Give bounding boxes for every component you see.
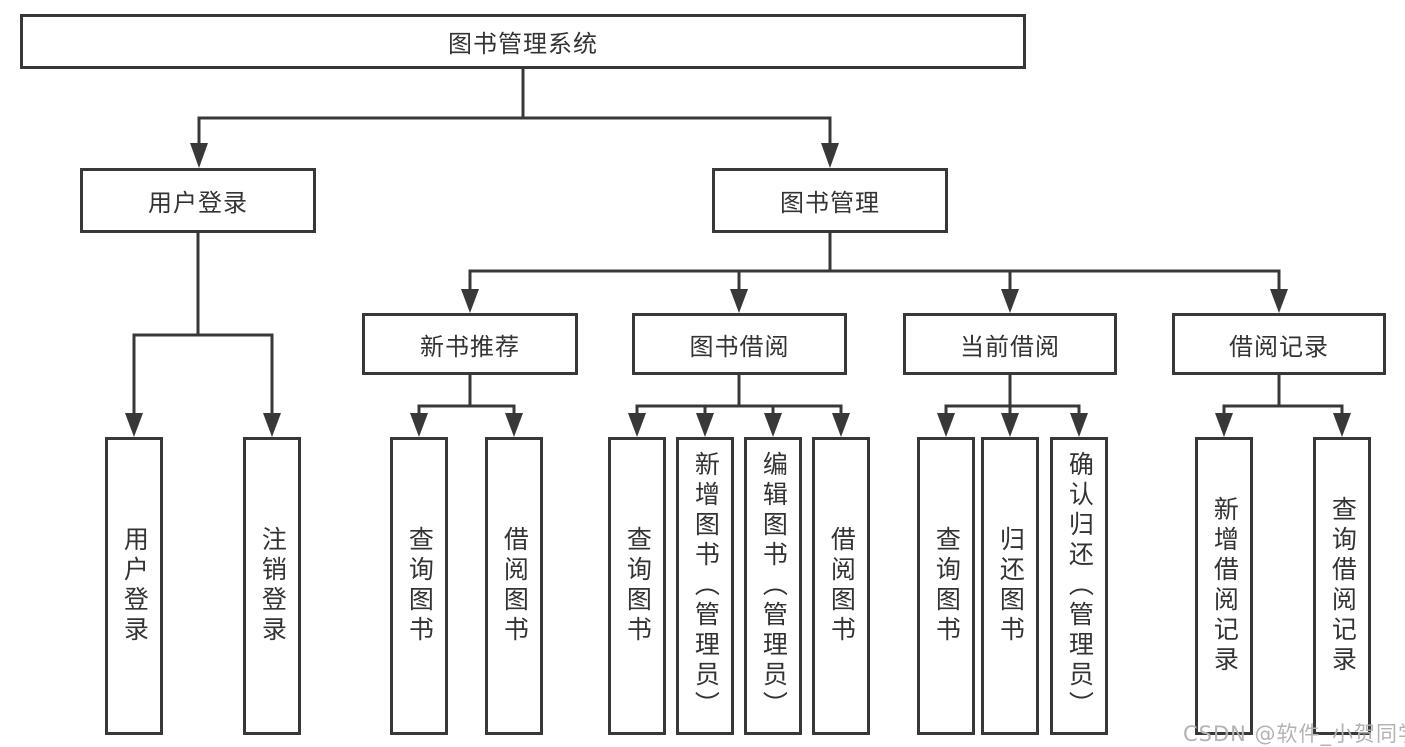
node-book-management-label: 图书管理 <box>780 189 880 217</box>
node-new-book-recommend: 新书推荐 <box>362 313 578 375</box>
node-book-management: 图书管理 <box>712 168 948 233</box>
leaf-return-books: 归还图书 <box>981 437 1039 735</box>
leaf-borrow-books: 借阅图书 <box>812 437 870 735</box>
leaf-confirm-return-admin: 确认归还（管理员） <box>1050 437 1108 735</box>
leaf-query-books-borrow: 查询图书 <box>608 437 666 735</box>
leaf-add-books-admin: 新增图书（管理员） <box>676 437 734 735</box>
leaf-add-borrow-record: 新增借阅记录 <box>1195 437 1253 735</box>
node-borrow-record-label: 借阅记录 <box>1229 332 1329 361</box>
node-root-label: 图书管理系统 <box>448 30 598 58</box>
node-current-borrow: 当前借阅 <box>903 313 1117 375</box>
node-current-borrow-label: 当前借阅 <box>960 332 1060 361</box>
node-book-borrow: 图书借阅 <box>632 313 847 375</box>
leaf-query-books-current: 查询图书 <box>917 437 975 735</box>
node-book-borrow-label: 图书借阅 <box>689 332 790 361</box>
leaf-query-borrow-record: 查询借阅记录 <box>1313 437 1371 735</box>
node-user-login: 用户登录 <box>80 168 316 233</box>
csdn-watermark: CSDN @软件_小贺同学 <box>1183 722 1405 746</box>
leaf-logout-login: 注销登录 <box>243 437 301 735</box>
leaf-query-books-recommend: 查询图书 <box>390 437 448 735</box>
leaf-user-login: 用户登录 <box>105 437 163 735</box>
node-new-book-recommend-label: 新书推荐 <box>420 332 520 361</box>
node-user-login-label: 用户登录 <box>148 189 248 217</box>
leaf-edit-books-admin: 编辑图书（管理员） <box>744 437 802 735</box>
node-root-system: 图书管理系统 <box>20 14 1026 69</box>
node-borrow-record: 借阅记录 <box>1172 313 1386 375</box>
leaf-borrow-books-recommend: 借阅图书 <box>485 437 543 735</box>
